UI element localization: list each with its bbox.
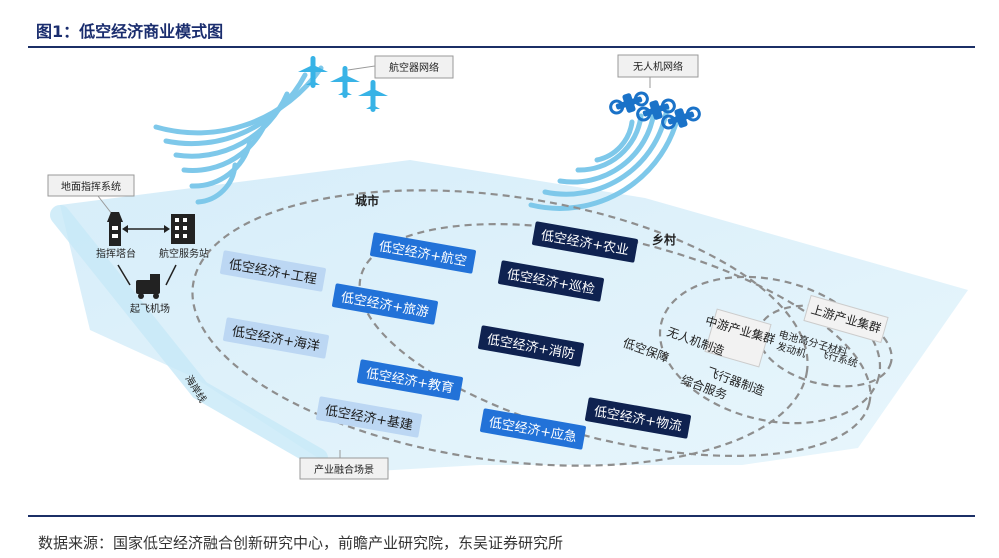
airplane-icon xyxy=(330,66,360,98)
tower-label: 指挥塔台 xyxy=(96,247,136,260)
city-ring xyxy=(191,189,809,467)
scenario-education: 低空经济+教育 xyxy=(357,359,463,401)
source-note: 数据来源：国家低空经济融合创新研究中心，前瞻产业研究院，东吴证券研究所 xyxy=(38,534,564,552)
region-city: 城市 xyxy=(355,193,379,208)
building-icon xyxy=(171,214,195,244)
tower-icon xyxy=(107,212,123,246)
region-village: 乡村 xyxy=(652,232,676,247)
ground-plane xyxy=(60,160,968,472)
drone-icons xyxy=(606,87,704,134)
callout-aircraft-network: 航空器网络 xyxy=(347,55,454,79)
top-rule xyxy=(28,46,975,48)
midstream-ring xyxy=(658,275,882,425)
callout-industry-scene: 产业融合场景 xyxy=(299,450,389,480)
airport-icon xyxy=(136,274,160,299)
callout-label: 地面指挥系统 xyxy=(61,180,121,193)
callout-label: 产业融合场景 xyxy=(314,463,374,476)
airport-label: 起飞机场 xyxy=(130,302,170,315)
drone-signal-waves xyxy=(528,105,682,211)
bottom-rule xyxy=(28,515,975,517)
callout-ground-command: 地面指挥系统 xyxy=(47,174,135,215)
callout-label: 航空器网络 xyxy=(389,61,439,74)
aircraft-signal-waves xyxy=(153,65,324,205)
figure-title: 图1：低空经济商业模式图 xyxy=(36,22,224,41)
callout-drone-network: 无人机网络 xyxy=(617,54,699,88)
callout-label: 无人机网络 xyxy=(633,60,683,73)
airplane-icon xyxy=(358,80,388,112)
service-station-label: 航空服务站 xyxy=(159,247,209,260)
village-ring xyxy=(358,223,872,457)
coastline-band xyxy=(50,205,328,468)
